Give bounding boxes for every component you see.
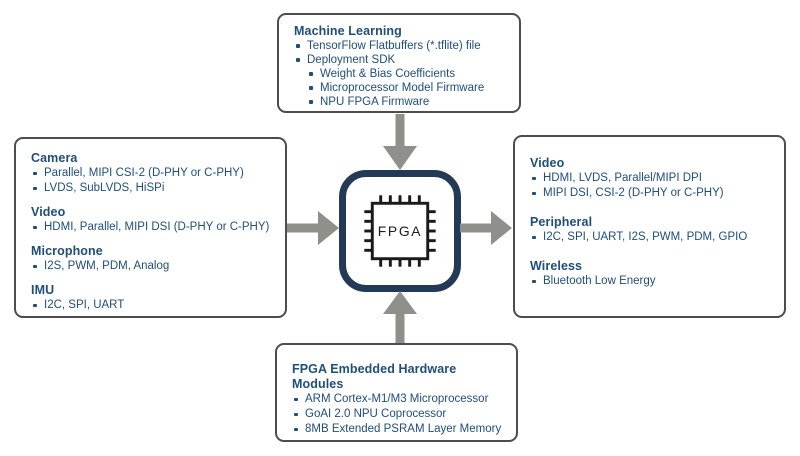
bullet-list: ARM Cortex-M1/M3 Microprocessor GoAI 2.0… — [292, 392, 510, 437]
bullet-item: I2S, PWM, PDM, Analog — [31, 259, 281, 274]
bullet-item: HDMI, LVDS, Parallel/MIPI DPI — [530, 171, 778, 186]
fpga-label: FPGA — [378, 223, 422, 239]
section-title: Machine Learning — [294, 24, 402, 38]
bullet-list: HDMI, Parallel, MIPI DSI (D-PHY or C-PHY… — [31, 220, 281, 235]
arrow-right-into-fpga-icon — [287, 211, 339, 245]
bullet-item: I2C, SPI, UART — [31, 298, 281, 313]
peripheral-section: Peripheral I2C, SPI, UART, I2S, PWM, PDM… — [530, 215, 778, 245]
chip-icon: FPGA — [364, 195, 436, 267]
inputs-box: Camera Parallel, MIPI CSI-2 (D-PHY or C-… — [14, 137, 287, 318]
bullet-item: GoAI 2.0 NPU Coprocessor — [292, 407, 510, 422]
bullet-list: HDMI, LVDS, Parallel/MIPI DPI MIPI DSI, … — [530, 171, 778, 201]
bullet-list: Parallel, MIPI CSI-2 (D-PHY or C-PHY) LV… — [31, 166, 281, 196]
outputs-box: Video HDMI, LVDS, Parallel/MIPI DPI MIPI… — [513, 135, 786, 318]
imu-section: IMU I2C, SPI, UART — [31, 283, 281, 313]
camera-section: Camera Parallel, MIPI CSI-2 (D-PHY or C-… — [31, 151, 281, 196]
bullet-item: Bluetooth Low Energy — [530, 274, 778, 289]
bullet-list: I2C, SPI, UART — [31, 298, 281, 313]
embedded-modules-box: FPGA Embedded Hardware Modules ARM Corte… — [275, 343, 518, 442]
bullet-list: I2C, SPI, UART, I2S, PWM, PDM, GPIO — [530, 230, 778, 245]
section-title: FPGA Embedded Hardware Modules — [292, 362, 457, 391]
machine-learning-box: Machine Learning TensorFlow Flatbuffers … — [277, 13, 521, 113]
bullet-list: TensorFlow Flatbuffers (*.tflite) file D… — [294, 39, 513, 67]
wireless-section: Wireless Bluetooth Low Energy — [530, 259, 778, 289]
section-title: Camera — [31, 151, 78, 165]
bullet-item: I2C, SPI, UART, I2S, PWM, PDM, GPIO — [530, 230, 778, 245]
video-section: Video HDMI, Parallel, MIPI DSI (D-PHY or… — [31, 205, 281, 235]
bullet-item: HDMI, Parallel, MIPI DSI (D-PHY or C-PHY… — [31, 220, 281, 235]
bullet-item: Weight & Bias Coefficients — [307, 67, 513, 81]
section-title: Video — [31, 205, 66, 219]
arrow-right-out-of-fpga-icon — [460, 211, 512, 245]
bullet-item: TensorFlow Flatbuffers (*.tflite) file — [294, 39, 513, 53]
section-title: IMU — [31, 283, 55, 297]
video-out-section: Video HDMI, LVDS, Parallel/MIPI DPI MIPI… — [530, 156, 778, 201]
bullet-item: LVDS, SubLVDS, HiSPi — [31, 181, 281, 196]
section-title: Microphone — [31, 244, 103, 258]
bullet-item: Deployment SDK — [294, 53, 513, 67]
bullet-list: I2S, PWM, PDM, Analog — [31, 259, 281, 274]
bullet-item: MIPI DSI, CSI-2 (D-PHY or C-PHY) — [530, 186, 778, 201]
bullet-item: ARM Cortex-M1/M3 Microprocessor — [292, 392, 510, 407]
section-title: Peripheral — [530, 215, 593, 229]
sub-bullet-list: Weight & Bias Coefficients Microprocesso… — [307, 67, 513, 109]
bullet-item: NPU FPGA Firmware — [307, 95, 513, 109]
arrow-down-icon — [383, 114, 417, 170]
section-title: Video — [530, 156, 565, 170]
fpga-node: FPGA — [339, 170, 461, 292]
section-title: Wireless — [530, 259, 583, 273]
arrow-up-icon — [383, 291, 417, 343]
bullet-item: Parallel, MIPI CSI-2 (D-PHY or C-PHY) — [31, 166, 281, 181]
bullet-item: Microprocessor Model Firmware — [307, 81, 513, 95]
microphone-section: Microphone I2S, PWM, PDM, Analog — [31, 244, 281, 274]
bullet-list: Bluetooth Low Energy — [530, 274, 778, 289]
bullet-item: 8MB Extended PSRAM Layer Memory — [292, 422, 510, 437]
